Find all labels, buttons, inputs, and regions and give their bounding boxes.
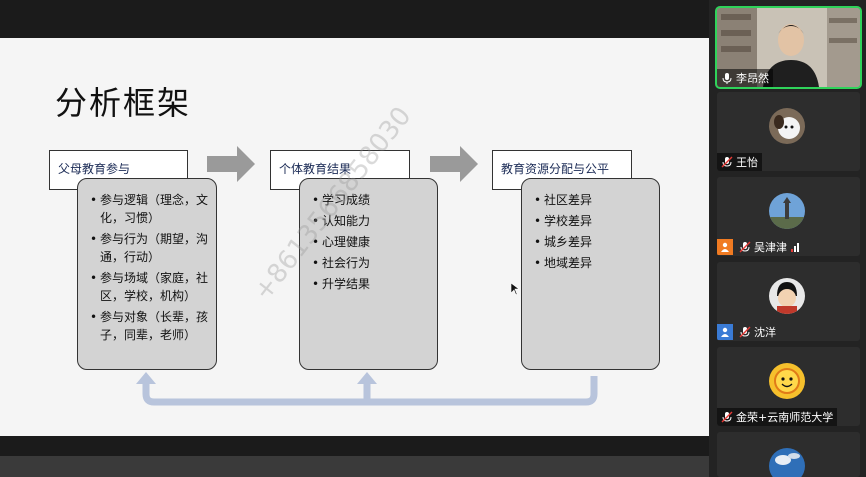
list-item: 学校差异 (534, 212, 653, 230)
dog-avatar (769, 108, 805, 144)
participant-tile-2[interactable]: 王怡 (717, 92, 860, 171)
participant-tile-5[interactable]: 金荣+云南师范大学 (717, 347, 860, 426)
participant-name: 王怡 (736, 156, 758, 169)
list-item: 地域差异 (534, 254, 653, 272)
right-arrow-icon (207, 146, 255, 182)
participant-name: 李昂然 (736, 72, 769, 85)
microphone-muted-icon[interactable] (739, 241, 751, 253)
mouse-cursor-icon (511, 283, 519, 295)
slide-title: 分析框架 (55, 84, 192, 122)
participant-name: 金荣+云南师范大学 (736, 411, 834, 424)
participant-tile-3[interactable]: 吴津津 (717, 177, 860, 256)
participant-name-bar: 王怡 (717, 153, 762, 171)
participant-tile-4[interactable]: 沈洋 (717, 262, 860, 341)
shared-screen: 分析框架 父母教育参与 参与逻辑（理念，文化，习惯） 参与行为（期望，沟通，行动… (0, 0, 709, 477)
participant-name-bar: 沈洋 (717, 323, 780, 341)
participant-name: 吴津津 (754, 241, 787, 254)
microphone-icon[interactable] (721, 72, 733, 84)
tower-avatar (769, 193, 805, 229)
list-item: 参与行为（期望，沟通，行动） (90, 230, 210, 266)
participant-panel: 李昂然 王怡 (709, 0, 866, 477)
presentation-slide: 分析框架 父母教育参与 参与逻辑（理念，文化，习惯） 参与行为（期望，沟通，行动… (0, 38, 709, 436)
signal-strength-icon (791, 242, 799, 252)
framework-body-resource-equity: 社区差异 学校差异 城乡差异 地域差异 (521, 178, 660, 370)
list-item: 认知能力 (312, 212, 431, 230)
framework-body-individual-outcomes: 学习成绩 认知能力 心理健康 社会行为 升学结果 (299, 178, 438, 370)
participant-name: 沈洋 (754, 326, 776, 339)
microphone-muted-icon[interactable] (721, 156, 733, 168)
astro-boy-avatar (769, 278, 805, 314)
participant-name-bar: 金荣+云南师范大学 (717, 408, 838, 426)
participant-tile-6[interactable] (717, 432, 860, 477)
list-item: 心理健康 (312, 233, 431, 251)
screen-bottom-bar (0, 456, 709, 477)
sun-avatar (769, 363, 805, 399)
list-item: 社区差异 (534, 191, 653, 209)
orange-person-icon (717, 239, 733, 255)
list-item: 参与逻辑（理念，文化，习惯） (90, 191, 210, 227)
microphone-muted-icon[interactable] (721, 411, 733, 423)
right-arrow-icon (430, 146, 478, 182)
participant-tile-1[interactable]: 李昂然 (715, 6, 862, 89)
list-item: 参与对象（长辈，孩子，同辈，老师） (90, 308, 210, 344)
participant-name-bar: 李昂然 (717, 69, 773, 87)
microphone-muted-icon[interactable] (739, 326, 751, 338)
participant-name-bar: 吴津津 (717, 238, 803, 256)
list-item: 社会行为 (312, 254, 431, 272)
blue-person-icon (717, 324, 733, 340)
framework-body-parent-involvement: 参与逻辑（理念，文化，习惯） 参与行为（期望，沟通，行动） 参与场域（家庭，社区… (77, 178, 217, 370)
earth-avatar (769, 448, 805, 477)
list-item: 学习成绩 (312, 191, 431, 209)
list-item: 参与场域（家庭，社区，学校，机构） (90, 269, 210, 305)
feedback-loop-arrow (136, 372, 598, 406)
list-item: 城乡差异 (534, 233, 653, 251)
list-item: 升学结果 (312, 275, 431, 293)
